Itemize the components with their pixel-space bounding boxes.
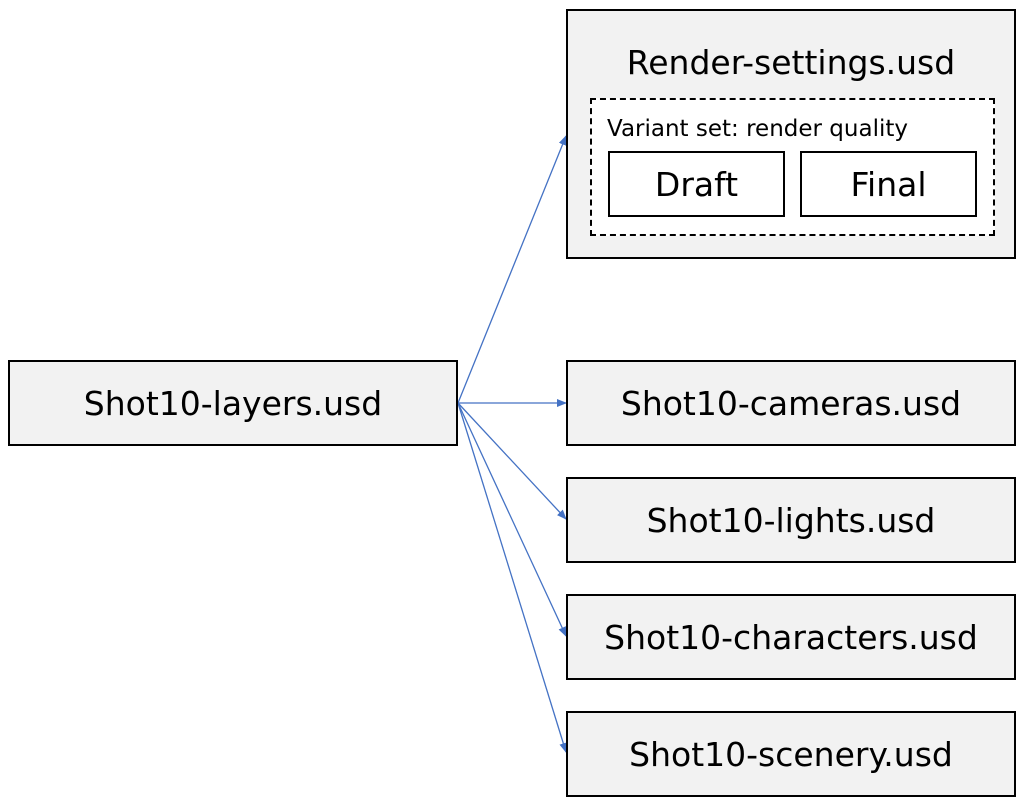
source-layer-label: Shot10-layers.usd [83, 383, 383, 423]
cameras-layer-label: Shot10-cameras.usd [620, 383, 962, 423]
arrow-to-lights [457, 402, 567, 520]
arrow-to-scenery [457, 402, 568, 753]
arrow-to-render-settings [457, 135, 567, 404]
variant-final-label: Final [850, 164, 927, 204]
lights-layer-label: Shot10-lights.usd [646, 500, 936, 540]
render-settings-title: Render-settings.usd [626, 43, 956, 82]
variant-draft-box: Draft [608, 151, 785, 217]
variant-set-box: Variant set: render quality Draft Final [590, 98, 995, 236]
characters-layer-box: Shot10-characters.usd [566, 594, 1016, 680]
render-settings-box: Render-settings.usd Variant set: render … [566, 9, 1016, 259]
source-layer-box: Shot10-layers.usd [8, 360, 458, 446]
arrow-to-characters [457, 402, 567, 637]
cameras-layer-box: Shot10-cameras.usd [566, 360, 1016, 446]
lights-layer-box: Shot10-lights.usd [566, 477, 1016, 563]
characters-layer-label: Shot10-characters.usd [604, 617, 978, 657]
scenery-layer-box: Shot10-scenery.usd [566, 711, 1016, 797]
scenery-layer-label: Shot10-scenery.usd [629, 734, 953, 774]
variant-final-box: Final [800, 151, 977, 217]
variant-draft-label: Draft [654, 164, 739, 204]
variant-set-label: Variant set: render quality [607, 116, 908, 142]
